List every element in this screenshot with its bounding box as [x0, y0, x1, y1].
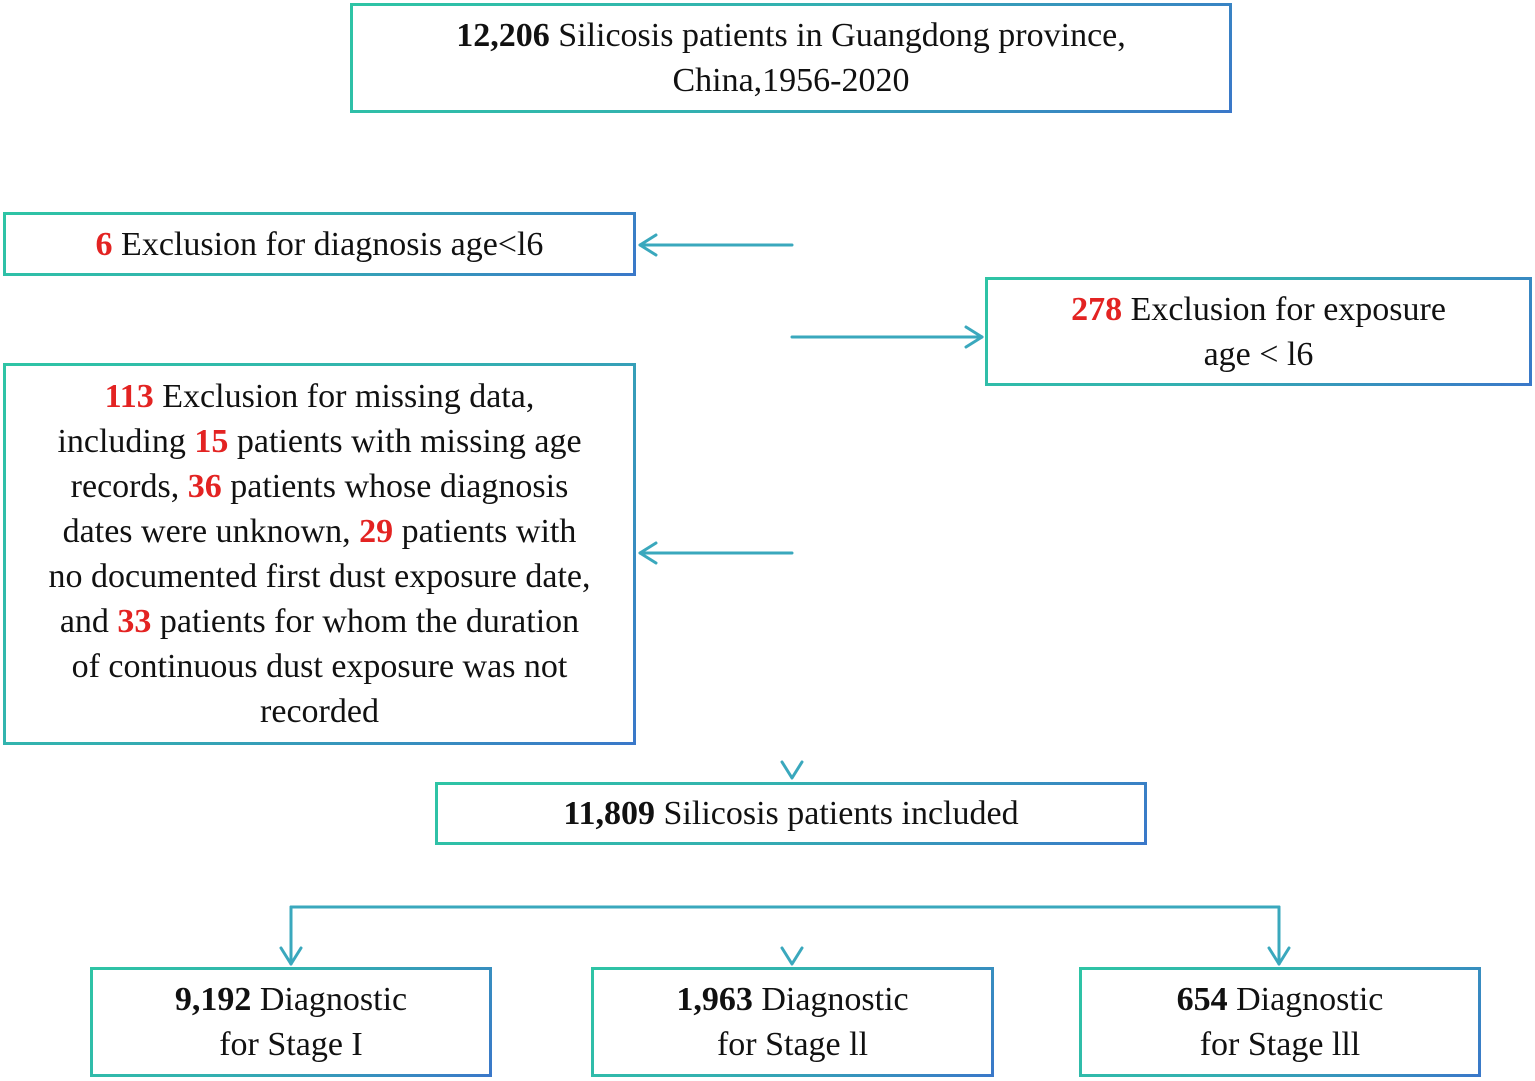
missing-age-count: 15 [194, 423, 229, 460]
missing-text: records, [70, 468, 188, 505]
exclusion-diagnosis-age-box: 6 Exclusion for diagnosis age<l6 [3, 212, 636, 276]
total-patients-box: 12,206 Silicosis patients in Guangdong p… [350, 3, 1232, 113]
exclusion-exposure-count: 278 [1071, 290, 1123, 328]
missing-total-count: 113 [104, 378, 154, 415]
included-count: 11,809 [563, 795, 656, 832]
missing-duration-count: 33 [117, 603, 152, 640]
total-text-line1: Silicosis patients in Guangdong province… [549, 17, 1126, 54]
missing-diagnosis-date-count: 36 [187, 468, 222, 505]
stage1-count: 9,192 [174, 981, 252, 1018]
missing-text: recorded [260, 693, 379, 730]
missing-text: patients for whom the duration [151, 603, 580, 640]
stage3-line1: Diagnostic [1227, 981, 1384, 1018]
missing-text: including [57, 423, 195, 460]
stage3-box: 654 Diagnostic for Stage lll [1079, 967, 1481, 1077]
arrowhead-missing [638, 541, 658, 565]
missing-text: Exclusion for missing data, [153, 378, 535, 415]
arrowhead-included [780, 760, 804, 780]
stage1-line1: Diagnostic [251, 981, 408, 1018]
arrowhead-age [638, 233, 658, 257]
missing-text: and [59, 603, 118, 640]
arrowhead-stage2 [780, 946, 804, 966]
arrowhead-stage3 [1267, 946, 1291, 966]
stage3-count: 654 [1176, 981, 1228, 1018]
missing-text: dates were unknown, [62, 513, 360, 550]
missing-text: no documented first dust exposure date, [48, 558, 591, 595]
stage1-box: 9,192 Diagnostic for Stage I [90, 967, 492, 1077]
missing-text: patients with missing age [228, 423, 582, 460]
stage2-count: 1,963 [676, 981, 753, 1018]
exclusion-age-count: 6 [95, 225, 113, 263]
arrowhead-exposure [964, 325, 984, 349]
exclusion-age-text: Exclusion for diagnosis age<l6 [112, 225, 544, 263]
total-count: 12,206 [456, 17, 550, 54]
stage2-line1: Diagnostic [752, 981, 909, 1018]
included-patients-box: 11,809 Silicosis patients included [435, 782, 1147, 845]
exclusion-exposure-line2: age < l6 [1203, 335, 1314, 373]
stage1-line2: for Stage I [219, 1026, 363, 1063]
missing-text: of continuous dust exposure was not [71, 648, 568, 685]
exclusion-missing-data-box: 113 Exclusion for missing data, includin… [3, 363, 636, 745]
exclusion-exposure-line1: Exclusion for exposure [1122, 290, 1446, 328]
stage3-line2: for Stage lll [1199, 1026, 1361, 1063]
missing-exposure-date-count: 29 [359, 513, 394, 550]
stage2-line2: for Stage ll [716, 1026, 869, 1063]
arrowhead-stage1 [279, 946, 303, 966]
exclusion-exposure-age-box: 278 Exclusion for exposure age < l6 [985, 277, 1532, 386]
stage2-box: 1,963 Diagnostic for Stage ll [591, 967, 994, 1077]
missing-text: patients whose diagnosis [221, 468, 569, 505]
included-text: Silicosis patients included [655, 795, 1019, 832]
missing-text: patients with [393, 513, 577, 550]
total-text-line2: China,1956-2020 [672, 62, 910, 99]
